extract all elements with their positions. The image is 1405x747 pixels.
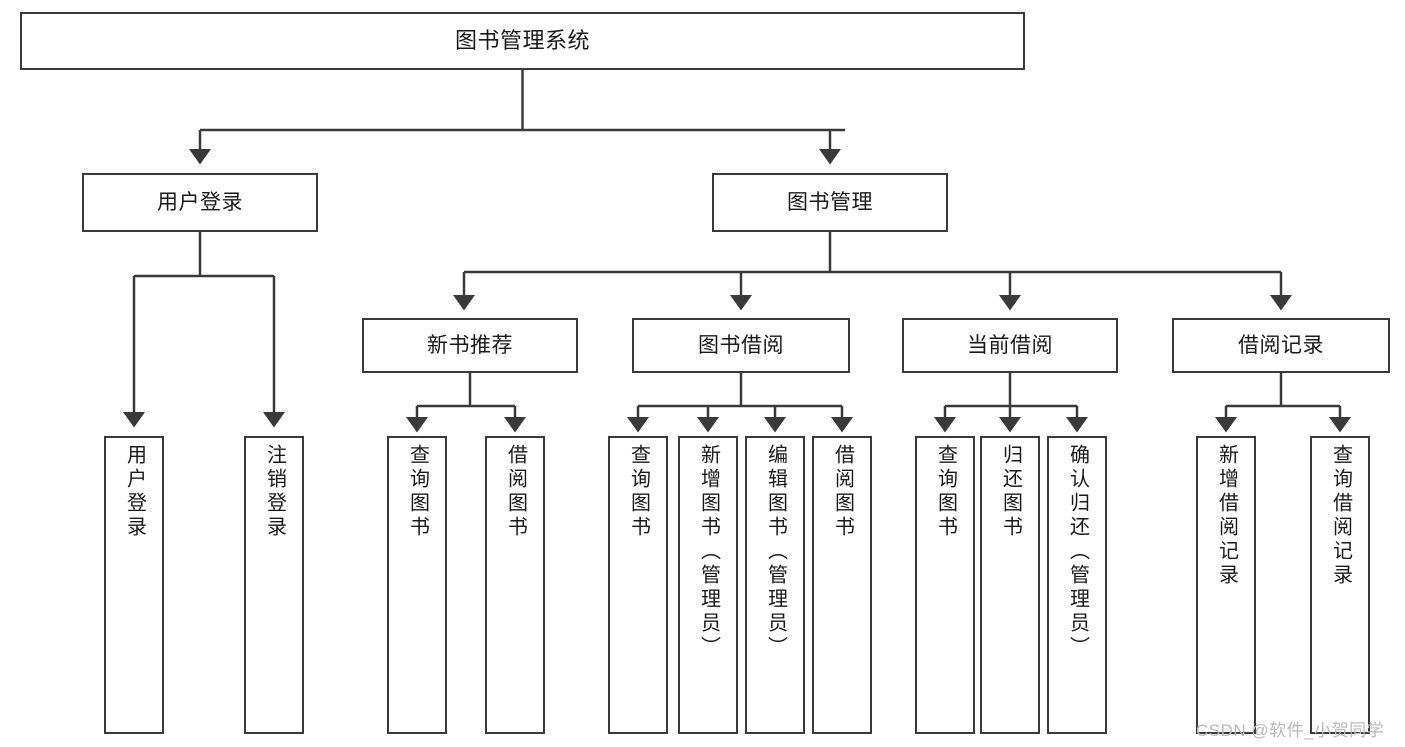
node-leaf-return-book[interactable]: 归还图书 xyxy=(980,436,1040,734)
node-leaf-edit-book-admin[interactable]: 编辑图书（管理员） xyxy=(745,436,805,734)
node-leaf-add-borrow-record[interactable]: 新增借阅记录 xyxy=(1196,436,1256,734)
node-current-borrow[interactable]: 当前借阅 xyxy=(902,318,1118,373)
node-leaf-query-book-rec-label: 查询图书 xyxy=(406,444,429,540)
node-user-login[interactable]: 用户登录 xyxy=(82,173,318,232)
node-leaf-confirm-return-admin[interactable]: 确认归还（管理员） xyxy=(1047,436,1107,734)
node-leaf-add-book-admin[interactable]: 新增图书（管理员） xyxy=(678,436,738,734)
node-borrow-record[interactable]: 借阅记录 xyxy=(1172,318,1390,373)
node-leaf-borrow-book[interactable]: 借阅图书 xyxy=(812,436,872,734)
csdn-watermark: CSDN @软件_小贺同学 xyxy=(1196,721,1385,740)
node-new-book-recommend[interactable]: 新书推荐 xyxy=(362,318,578,373)
node-leaf-return-book-label: 归还图书 xyxy=(999,444,1022,540)
node-leaf-user-login[interactable]: 用户登录 xyxy=(104,436,164,734)
node-leaf-borrow-book-rec[interactable]: 借阅图书 xyxy=(485,436,545,734)
node-book-management[interactable]: 图书管理 xyxy=(712,173,948,232)
node-root-label: 图书管理系统 xyxy=(454,27,590,53)
node-leaf-query-book-current-label: 查询图书 xyxy=(934,444,957,540)
node-leaf-user-login-label: 用户登录 xyxy=(123,444,146,540)
node-book-borrow-label: 图书借阅 xyxy=(698,333,784,357)
node-leaf-query-book-borrow[interactable]: 查询图书 xyxy=(608,436,668,734)
node-root[interactable]: 图书管理系统 xyxy=(20,12,1025,70)
node-book-borrow[interactable]: 图书借阅 xyxy=(632,318,850,373)
node-leaf-edit-book-admin-label: 编辑图书（管理员） xyxy=(764,444,787,660)
node-leaf-confirm-return-admin-label: 确认归还（管理员） xyxy=(1066,444,1089,660)
node-leaf-query-borrow-record[interactable]: 查询借阅记录 xyxy=(1310,436,1370,734)
node-leaf-query-borrow-record-label: 查询借阅记录 xyxy=(1329,444,1352,588)
node-leaf-query-book-rec[interactable]: 查询图书 xyxy=(387,436,447,734)
node-new-book-recommend-label: 新书推荐 xyxy=(427,333,513,357)
node-leaf-borrow-book-label: 借阅图书 xyxy=(831,444,854,540)
node-borrow-record-label: 借阅记录 xyxy=(1238,333,1324,357)
node-leaf-borrow-book-rec-label: 借阅图书 xyxy=(504,444,527,540)
node-book-management-label: 图书管理 xyxy=(787,190,873,214)
node-user-login-label: 用户登录 xyxy=(157,190,243,214)
node-leaf-query-book-current[interactable]: 查询图书 xyxy=(915,436,975,734)
node-leaf-add-book-admin-label: 新增图书（管理员） xyxy=(697,444,720,660)
node-leaf-logout-label: 注销登录 xyxy=(263,444,286,540)
node-current-borrow-label: 当前借阅 xyxy=(967,333,1053,357)
node-leaf-add-borrow-record-label: 新增借阅记录 xyxy=(1215,444,1238,588)
node-leaf-query-book-borrow-label: 查询图书 xyxy=(627,444,650,540)
node-leaf-logout[interactable]: 注销登录 xyxy=(244,436,304,734)
